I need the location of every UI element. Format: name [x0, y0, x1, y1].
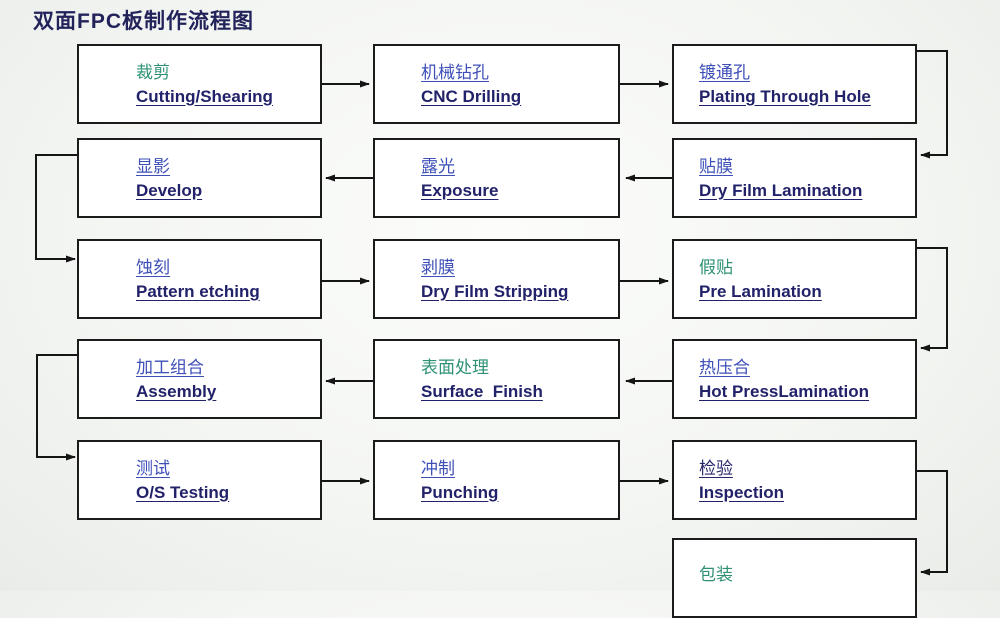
step-label-en: Exposure: [421, 180, 499, 200]
step-punching: 冲制 Punching: [373, 440, 620, 520]
step-label-cn: 镀通孔: [699, 62, 750, 82]
flowchart-canvas: 双面FPC板制作流程图 裁剪 Cutting/Shearing: [33, 10, 948, 618]
step-packing: 包装: [672, 538, 917, 618]
step-pre-lamination: 假贴 Pre Lamination: [672, 239, 917, 319]
arrow-inspection-to-packing: [916, 470, 948, 576]
step-label-cn: 包装: [699, 565, 733, 584]
step-label-cn: 表面处理: [421, 357, 489, 377]
step-exposure: 露光 Exposure: [373, 138, 620, 218]
step-label-en: Surface Finish: [421, 381, 543, 401]
step-label-en: Hot PressLamination: [699, 381, 870, 401]
step-label-en: Pattern etching: [136, 281, 260, 301]
step-label-en: Inspection: [699, 482, 785, 502]
step-label-en: CNC Drilling: [421, 86, 522, 106]
step-label-en: Dry Film Lamination: [699, 180, 863, 200]
step-label-cn: 假贴: [699, 257, 733, 277]
step-assembly: 加工组合 Assembly: [77, 339, 322, 419]
step-surface-finish: 表面处理 Surface Finish: [373, 339, 620, 419]
step-label-en: Dry Film Stripping: [421, 281, 569, 301]
step-develop: 显影 Develop: [77, 138, 322, 218]
step-label-cn: 加工组合: [136, 357, 204, 377]
step-label-cn: 蚀刻: [136, 257, 170, 277]
arrow-assembly-to-testing: [36, 354, 77, 461]
arrow-plating-to-lamination: [917, 50, 948, 159]
step-cutting-shearing: 裁剪 Cutting/Shearing: [77, 44, 322, 124]
step-label-cn: 剥膜: [421, 257, 455, 277]
step-label-cn: 冲制: [421, 458, 455, 478]
step-pattern-etching: 蚀刻 Pattern etching: [77, 239, 322, 319]
step-label-cn: 测试: [136, 458, 170, 478]
step-label-en: Cutting/Shearing: [136, 86, 273, 106]
step-label-en: Pre Lamination: [699, 281, 822, 301]
arrow-develop-to-etching: [35, 154, 77, 263]
step-label-cn: 裁剪: [136, 62, 170, 82]
step-inspection: 检验 Inspection: [672, 440, 917, 520]
arrow-prelamination-to-hotpress: [917, 247, 948, 352]
step-label-cn: 检验: [699, 458, 733, 478]
step-label-cn: 露光: [421, 156, 455, 176]
diagram-title: 双面FPC板制作流程图: [33, 10, 254, 33]
step-cnc-drilling: 机械钻孔 CNC Drilling: [373, 44, 620, 124]
step-label-en: Plating Through Hole: [699, 86, 871, 106]
step-plating-through-hole: 镀通孔 Plating Through Hole: [672, 44, 917, 124]
step-label-en: Develop: [136, 180, 203, 200]
step-os-testing: 测试 O/S Testing: [77, 440, 322, 520]
step-label-cn: 显影: [136, 156, 170, 176]
step-label-cn: 热压合: [699, 357, 750, 377]
step-hot-press-lamination: 热压合 Hot PressLamination: [672, 339, 917, 419]
step-label-cn: 机械钻孔: [421, 62, 489, 82]
step-dry-film-lamination: 贴膜 Dry Film Lamination: [672, 138, 917, 218]
step-label-en: Punching: [421, 482, 499, 502]
step-label-en: Assembly: [136, 381, 217, 401]
step-dry-film-stripping: 剥膜 Dry Film Stripping: [373, 239, 620, 319]
step-label-en: O/S Testing: [136, 482, 230, 502]
step-label-cn: 贴膜: [699, 156, 733, 176]
